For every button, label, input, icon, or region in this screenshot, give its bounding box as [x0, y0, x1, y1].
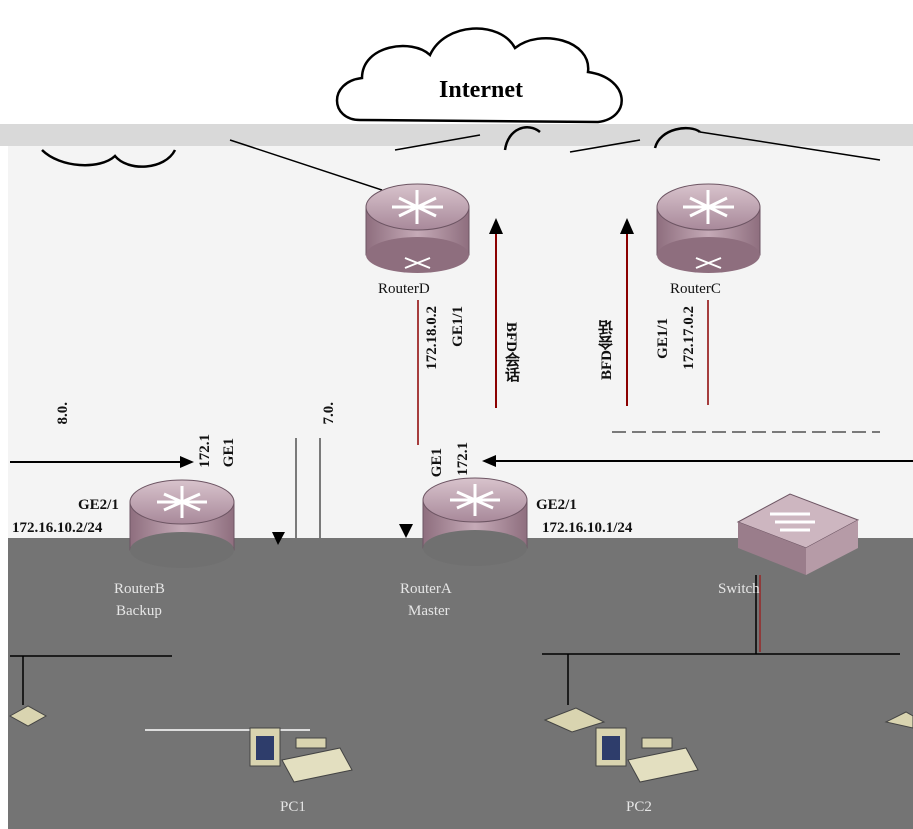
router-b-up-interface: GE1	[221, 438, 237, 468]
pc-partial-mid	[543, 707, 606, 733]
arrow-down-routera	[399, 524, 413, 538]
left-subnet-fragment: 8.0.	[55, 402, 71, 425]
router-c-ip: 172.17.0.2	[681, 306, 697, 370]
arrow-to-routerb	[10, 456, 194, 468]
bfd-arrow-right	[620, 218, 634, 406]
router-b-role: Backup	[116, 603, 162, 619]
router-b-name: RouterB	[114, 581, 165, 597]
router-c-name: RouterC	[670, 281, 721, 297]
internet-label: Internet	[439, 77, 523, 103]
router-c-interface: GE1/1	[655, 318, 671, 359]
router-d-name: RouterD	[378, 281, 430, 297]
pc-partial-right	[884, 711, 913, 729]
router-b-down-interface: GE2/1	[78, 497, 119, 513]
router-c-icon	[656, 183, 761, 273]
link-routerc-up	[569, 139, 641, 153]
pc1-name: PC1	[280, 799, 306, 815]
bfd-arrow-left	[489, 218, 503, 408]
router-a-up-interface: GE1	[429, 448, 445, 478]
router-a-up-ip: 172.1	[455, 442, 471, 476]
router-b-down-ip: 172.16.10.2/24	[12, 520, 103, 536]
link-routerd-up	[394, 134, 481, 151]
internet-cloud-partial-mid	[503, 126, 701, 151]
router-a-down-ip: 172.16.10.1/24	[542, 520, 633, 536]
pc2-icon	[595, 727, 699, 783]
mid-subnet-fragment: 7.0.	[321, 402, 337, 425]
router-d-interface: GE1/1	[450, 306, 466, 347]
router-a-icon	[422, 477, 528, 566]
switch-icon	[736, 493, 860, 575]
top-band	[0, 124, 913, 146]
internet-cloud-partial-left	[41, 149, 177, 168]
arrow-to-routera	[482, 455, 913, 467]
link-cloud-routerd	[229, 139, 383, 191]
pc-partial-left	[8, 705, 48, 727]
router-d-ip: 172.18.0.2	[424, 306, 440, 370]
router-b-icon	[129, 479, 235, 568]
link-cloud-routerc	[699, 131, 881, 161]
bfd-session-left: BFD会话	[503, 322, 519, 382]
internet-cloud	[335, 27, 623, 124]
switch-name: Switch	[718, 581, 760, 597]
router-b-up-ip: 172.1	[197, 434, 213, 468]
router-d-icon	[365, 183, 470, 273]
router-a-name: RouterA	[400, 581, 452, 597]
router-a-role: Master	[408, 603, 450, 619]
router-a-down-interface: GE2/1	[536, 497, 577, 513]
pc1-icon	[249, 727, 353, 783]
diagram-panel-bottom	[8, 538, 913, 829]
pc2-name: PC2	[626, 799, 652, 815]
bfd-session-right: BFD会话	[599, 320, 615, 380]
arrow-down-mid	[272, 532, 285, 545]
